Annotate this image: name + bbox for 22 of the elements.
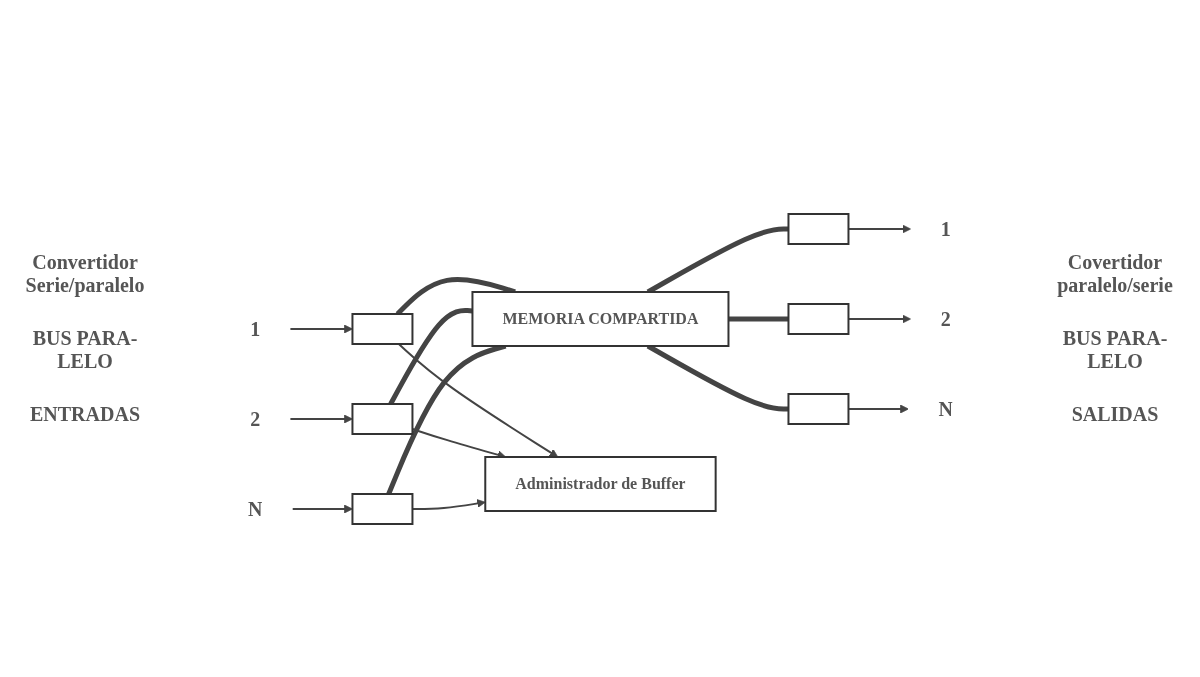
node-box bbox=[787, 392, 849, 425]
node-text: 2 bbox=[249, 407, 260, 430]
text-label: BUS PARA- LELO bbox=[1061, 327, 1169, 373]
node-box bbox=[787, 302, 849, 335]
arrow bbox=[397, 342, 558, 457]
text-label: BUS PARA- LELO bbox=[31, 327, 139, 373]
node-text: 2 bbox=[940, 307, 951, 330]
node-box bbox=[787, 212, 849, 245]
node-box bbox=[351, 492, 413, 525]
node-box bbox=[351, 312, 413, 345]
text-label: Covertidor paralelo/serie bbox=[1056, 251, 1174, 297]
node-text: N bbox=[247, 497, 262, 520]
node-box: Administrador de Buffer bbox=[483, 455, 717, 512]
connector bbox=[728, 316, 788, 321]
text-label: SALIDAS bbox=[1070, 403, 1160, 426]
node-text: N bbox=[938, 397, 953, 420]
node-text: 1 bbox=[249, 317, 260, 340]
text-label: Convertidor Serie/paralelo bbox=[24, 251, 146, 297]
node-text: 1 bbox=[940, 217, 951, 240]
text-label: ENTRADAS bbox=[29, 403, 141, 426]
node-box: MEMORIA COMPARTIDA bbox=[471, 290, 729, 347]
node-box bbox=[351, 402, 413, 435]
